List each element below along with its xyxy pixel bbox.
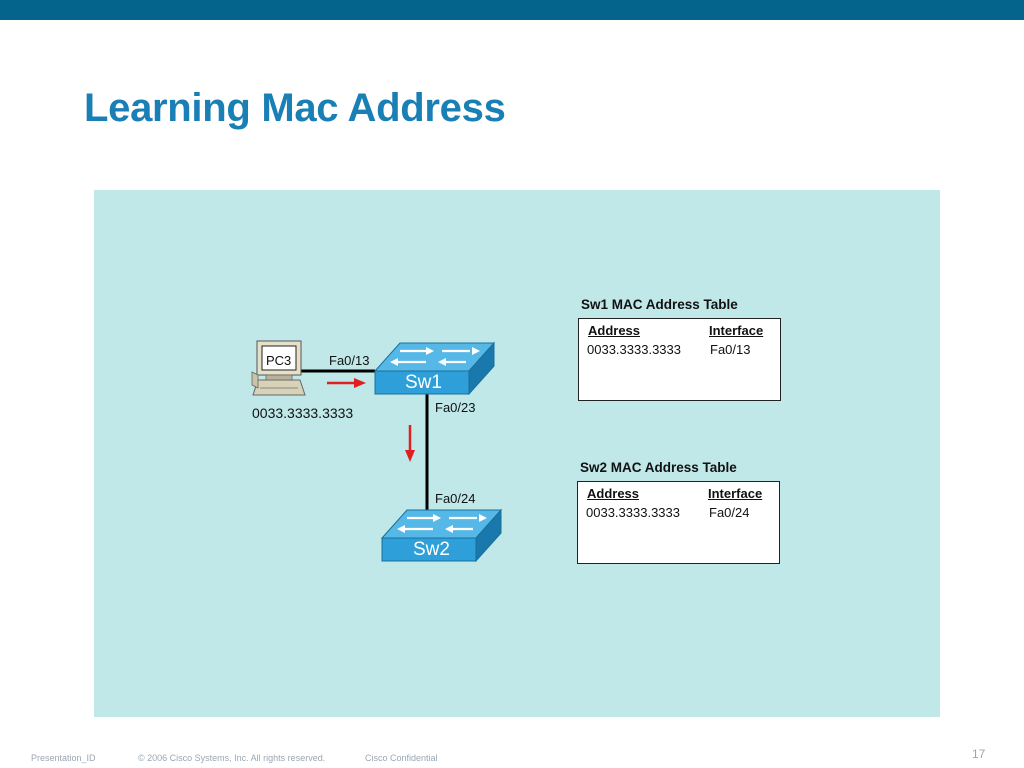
sw2-col-address: Address [587,486,640,501]
sw1-label: Sw1 [405,372,442,393]
page-number: 17 [972,747,986,761]
computer-icon [251,340,306,396]
switch-icon-sw1 [373,341,496,396]
switch-icon-sw2 [380,508,503,563]
port-label-fa0-13: Fa0/13 [329,353,370,368]
diagram-panel [94,190,940,717]
table-row-address: 0033.3333.3333 [587,342,681,357]
table-row-interface: Fa0/13 [710,342,751,357]
arrow-right-icon [327,378,366,388]
port-label-fa0-24: Fa0/24 [435,491,476,506]
sw1-col-address: Address [588,323,641,338]
pc3-label: PC3 [266,353,292,368]
sw2-label: Sw2 [413,539,450,560]
port-label-fa0-23: Fa0/23 [435,400,476,415]
sw2-col-interface: Interface [708,486,763,501]
sw2-table-title: Sw2 MAC Address Table [580,460,737,475]
footer-presentation-id: Presentation_ID [31,753,96,763]
sw1-table-title: Sw1 MAC Address Table [581,297,738,312]
footer-copyright: © 2006 Cisco Systems, Inc. All rights re… [138,753,326,763]
slide-title: Learning Mac Address [84,86,506,130]
table-row-interface: Fa0/24 [709,505,750,520]
table-row-address: 0033.3333.3333 [586,505,680,520]
header-bar [0,0,1024,20]
sw2-mac-table: Address Interface 0033.3333.3333 Fa0/24 [577,481,780,564]
pc3-mac-label: 0033.3333.3333 [252,405,354,421]
sw1-mac-table: Address Interface 0033.3333.3333 Fa0/13 [578,318,781,401]
arrow-down-icon [405,425,415,462]
sw1-col-interface: Interface [709,323,764,338]
footer-confidential: Cisco Confidential [365,753,438,763]
